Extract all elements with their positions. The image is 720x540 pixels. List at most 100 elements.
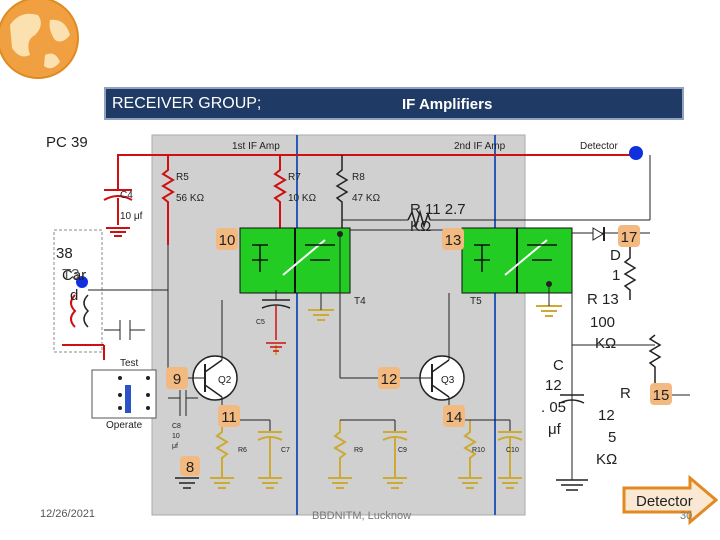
c10-capacitor (497, 420, 523, 478)
c9-capacitor (382, 420, 408, 478)
r125-resistor (648, 334, 662, 395)
detector-top-label: Detector (580, 141, 618, 152)
r7-value: 10 KΩ (288, 193, 317, 204)
c8-unit: μf (172, 443, 178, 450)
r13-unit: KΩ (595, 335, 616, 352)
ground-icon (383, 477, 407, 489)
slide-footer: BBDNITM, Lucknow (312, 510, 412, 522)
test-point-marker: 10 (216, 228, 238, 250)
q3-label: Q3 (441, 375, 455, 386)
r11-label: R 11 2.7 (410, 201, 466, 218)
t5-label: T5 (470, 296, 482, 307)
r8-value: 47 KΩ (352, 193, 381, 204)
c10-label: C10 (506, 447, 519, 454)
r9-resistor (333, 420, 347, 478)
ground-icon (328, 477, 352, 489)
r13-label: R 13 (587, 291, 619, 308)
r9-label: R9 (354, 447, 363, 454)
r8-label: R8 (352, 172, 365, 183)
q3-transistor (339, 234, 465, 420)
svg-text:8: 8 (186, 459, 194, 476)
svg-text:17: 17 (621, 229, 638, 246)
r7-resistor (273, 155, 287, 232)
c12-label: C (553, 357, 564, 374)
globe-icon (0, 0, 79, 79)
q2-transistor (192, 300, 238, 420)
q2-label: Q2 (218, 375, 232, 386)
svg-text:15: 15 (653, 387, 670, 404)
c7-capacitor (257, 420, 283, 478)
ground-icon (210, 477, 234, 489)
r13-value: 100 (590, 314, 615, 331)
if2-panel (296, 134, 526, 516)
test-label: Test (120, 358, 139, 369)
r13-resistor (623, 245, 637, 300)
operate-label: Operate (106, 420, 143, 431)
d1-label: D (610, 247, 621, 264)
svg-text:12: 12 (381, 371, 398, 388)
ground-icon (498, 477, 522, 489)
supply-line (117, 154, 635, 175)
slide-date: 12/26/2021 (40, 508, 96, 520)
c4-label: C4 (120, 190, 133, 201)
r10-label: R10 (472, 447, 485, 454)
test-point-marker: 9 (166, 367, 188, 389)
test-point-marker: 13 (442, 228, 464, 250)
r5-resistor (161, 155, 175, 245)
if1-label: 1st IF Amp (232, 141, 280, 152)
c12-value: . 05 (541, 399, 566, 416)
test-point-marker: 11 (218, 405, 240, 427)
c8-label: C8 (172, 423, 181, 430)
t4-transformer (239, 227, 351, 294)
r8-resistor (335, 155, 349, 232)
r10-resistor (463, 420, 477, 478)
r5-label: R5 (176, 172, 189, 183)
r11-resistor (407, 209, 431, 229)
if2-label: 2nd IF Amp (454, 141, 506, 152)
r6-label: R6 (238, 447, 247, 454)
card-label-d: d (70, 287, 78, 304)
ground-icon (258, 477, 282, 489)
title-bar: RECEIVER GROUP; IF Amplifiers (104, 87, 684, 120)
d1-number: 1 (612, 267, 620, 284)
test-operate-switch[interactable] (91, 369, 157, 419)
card-box (53, 229, 103, 353)
test-point-marker: 17 (618, 225, 640, 247)
card-number: 38 (56, 245, 73, 262)
r5-value: 56 KΩ (176, 193, 205, 204)
page-number: 30 (680, 510, 693, 522)
c9-label: C9 (398, 447, 407, 454)
c8-value: 10 (172, 433, 180, 440)
r7-label: R7 (288, 172, 301, 183)
group-title: RECEIVER GROUP; (112, 95, 262, 112)
svg-text:14: 14 (446, 409, 463, 426)
r6-resistor (215, 420, 229, 478)
r11-unit: KΩ (410, 218, 431, 235)
ground-icon (458, 477, 482, 489)
svg-text:11: 11 (221, 409, 237, 426)
card-dot (76, 276, 88, 288)
t3-coil (62, 289, 168, 346)
detector-next-button[interactable]: Detector (622, 474, 719, 526)
detector-button-label: Detector (636, 493, 693, 510)
svg-text:9: 9 (173, 371, 181, 388)
c8-capacitor (168, 390, 198, 416)
svg-text:10: 10 (219, 232, 236, 249)
test-point-marker: 15 (650, 383, 672, 405)
c12-unit: μf (548, 421, 562, 438)
svg-text:13: 13 (445, 232, 462, 249)
r125-label: R (620, 385, 631, 402)
test-point-marker: 14 (443, 405, 465, 427)
c12-number: 12 (545, 377, 562, 394)
test-point-marker: 8 (180, 456, 200, 476)
c5-capacitor (261, 290, 291, 340)
d1-diode (592, 227, 605, 241)
ground-icon (536, 305, 562, 317)
t4-label: T4 (354, 296, 366, 307)
t3-label: T3 (62, 266, 80, 283)
r125-number: 12 (598, 407, 615, 424)
c4-capacitor (103, 175, 133, 237)
detector-dot (629, 146, 643, 160)
section-title: IF Amplifiers (402, 96, 493, 113)
test-point-marker: 12 (378, 367, 400, 389)
